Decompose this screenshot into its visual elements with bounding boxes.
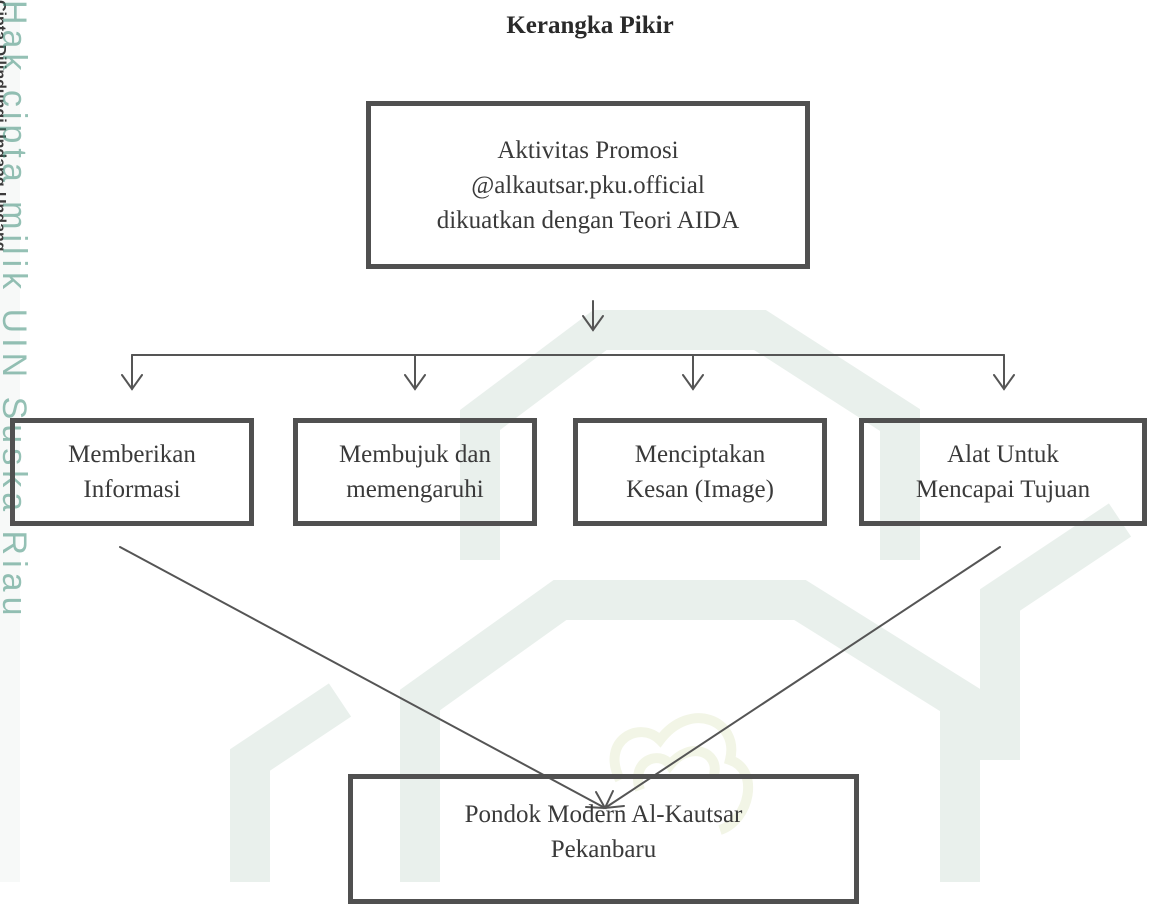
- branch-arrowhead-1: [121, 374, 143, 391]
- connector-lines: [119, 300, 1015, 810]
- diagram-title: Kerangka Pikir: [506, 12, 674, 39]
- branch-arrowhead-4: [993, 374, 1015, 391]
- background-watermark-ornament: [230, 310, 1132, 882]
- converge-line-left: [119, 546, 606, 809]
- branch-arrowhead-2: [404, 374, 426, 391]
- converge-line-right: [604, 546, 1001, 809]
- branch-arrowhead-3: [682, 374, 704, 391]
- converge-arrowhead-right: [603, 790, 625, 810]
- branch-box-inform: Memberikan Informasi: [10, 418, 254, 526]
- branch-box-persuade: Membujuk dan memengaruhi: [293, 418, 537, 526]
- promotion-activity-box: Aktivitas Promosi @alkautsar.pku.officia…: [366, 101, 810, 269]
- branch-box-goal: Alat Untuk Mencapai Tujuan: [859, 418, 1147, 526]
- branch-box-image: Menciptakan Kesan (Image): [573, 418, 827, 526]
- institution-box: Pondok Modern Al-Kautsar Pekanbaru: [348, 774, 859, 904]
- top-arrow-head: [582, 315, 604, 332]
